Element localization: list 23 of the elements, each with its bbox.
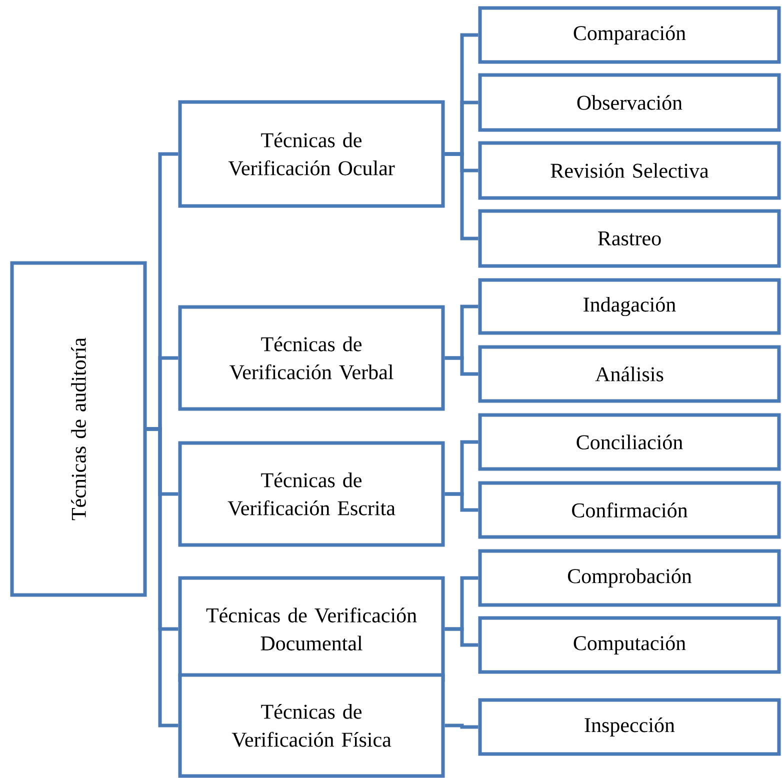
category-box: Técnicas de Verificación Física <box>178 673 445 778</box>
technique-box: Comparación <box>478 6 781 64</box>
technique-box: Confirmación <box>478 481 781 539</box>
technique-box: Análisis <box>478 345 781 403</box>
technique-box: Computación <box>478 616 781 674</box>
root-box: Técnicas de auditoría <box>10 261 147 597</box>
technique-box: Indagación <box>478 278 781 335</box>
connector-line <box>444 152 478 240</box>
technique-box: Rastreo <box>478 209 781 268</box>
technique-box: Observación <box>478 73 781 132</box>
category-box: Técnicas de Verificación Verbal <box>178 305 445 411</box>
connector-line <box>444 356 478 376</box>
connector-line <box>444 724 478 729</box>
category-box: Técnicas de Verificación Documental <box>178 576 445 682</box>
technique-box: Inspección <box>478 698 781 756</box>
category-box: Técnicas de Verificación Ocular <box>178 100 445 208</box>
technique-box: Revisión Selectiva <box>478 141 781 200</box>
connector-line <box>444 492 478 512</box>
connector-line <box>444 627 478 647</box>
category-box: Técnicas de Verificación Escrita <box>178 441 445 547</box>
technique-box: Comprobación <box>478 549 781 607</box>
technique-box: Conciliación <box>478 413 781 471</box>
connector-line <box>146 427 178 728</box>
